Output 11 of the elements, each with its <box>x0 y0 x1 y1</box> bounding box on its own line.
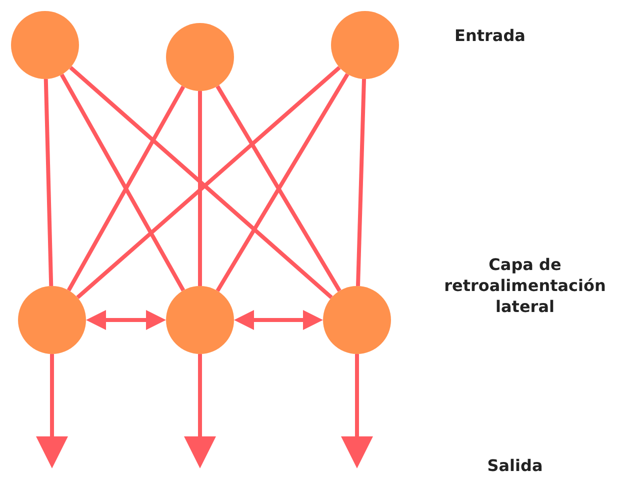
arrow <box>86 310 166 330</box>
layer-label: Capa de retroalimentación lateral <box>443 255 607 318</box>
output-arrow <box>36 354 68 468</box>
output-arrow <box>184 354 216 468</box>
connection-line <box>44 78 54 286</box>
connection-line <box>356 78 366 286</box>
arrow <box>234 310 323 330</box>
layer-label: Salida <box>486 456 544 477</box>
connection-line <box>198 91 202 286</box>
output-arrow <box>341 354 373 468</box>
layer-label: Entrada <box>454 26 526 47</box>
